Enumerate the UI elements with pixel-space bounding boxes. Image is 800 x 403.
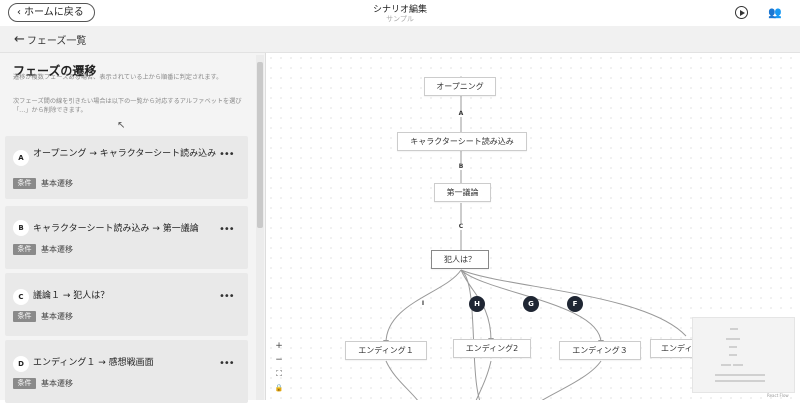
edge-label-a[interactable]: A xyxy=(457,110,465,117)
flow-node-ending-2[interactable]: エンディング2 xyxy=(453,339,531,358)
transition-title: キャラクターシート読み込み → 第一議論 xyxy=(33,224,199,234)
sidebar-description-1: 遷移が複数フェーズある場合、表示されている上から順番に判定されます。 xyxy=(13,74,223,81)
transition-title: オープニング → キャラクターシート読み込み xyxy=(33,149,217,159)
home-button-label: ホームに戻る xyxy=(24,7,84,18)
edge-badge-h[interactable]: H xyxy=(469,296,485,312)
minimap-node xyxy=(729,354,737,356)
minimap-node xyxy=(729,346,737,348)
condition-badge: 条件 xyxy=(13,311,36,322)
flow-canvas[interactable]: オープニング キャラクターシート読み込み 第一議論 犯人は？ エンディング１ エ… xyxy=(266,53,800,400)
transition-letter: B xyxy=(13,220,29,236)
canvas-controls: + − ⛶ 🔒 xyxy=(272,339,286,395)
transition-letter: A xyxy=(13,150,29,166)
condition-badge: 条件 xyxy=(13,244,36,255)
more-options-icon[interactable]: ••• xyxy=(219,291,235,302)
edge-label-c[interactable]: C xyxy=(457,223,465,230)
condition-badge: 条件 xyxy=(13,378,36,389)
minimap-node xyxy=(715,380,765,382)
transition-title: エンディング１ → 感想戦画面 xyxy=(33,358,154,368)
sidebar-description-2: 次フェーズ間の線を引きたい場合は以下の一覧から対応するアルファベットを選び「…」… xyxy=(13,98,242,114)
edge-badge-f[interactable]: F xyxy=(567,296,583,312)
minimap-node xyxy=(733,364,743,366)
flow-node-ending-3[interactable]: エンディング３ xyxy=(559,341,641,360)
chevron-left-icon: ‹ xyxy=(17,7,21,18)
flow-node-opening[interactable]: オープニング xyxy=(424,77,496,96)
flow-node-first-discussion[interactable]: 第一議論 xyxy=(434,183,491,202)
page-title: シナリオ編集 xyxy=(372,5,427,15)
edge-label-i[interactable]: I xyxy=(419,300,427,307)
condition-badge: 条件 xyxy=(13,178,36,189)
sub-header: ← フェーズ一覧 xyxy=(0,26,800,53)
minimap-node xyxy=(730,328,738,330)
mouse-cursor-icon: ↖ xyxy=(117,120,126,131)
page-subtitle: サンプル xyxy=(386,15,414,23)
condition-text: 基本遷移 xyxy=(41,245,73,254)
home-button[interactable]: ‹ ホームに戻る xyxy=(8,3,95,22)
edge-label-b[interactable]: B xyxy=(457,163,465,170)
condition-text: 基本遷移 xyxy=(41,179,73,188)
transition-card[interactable]: C 議論１ → 犯人は？ ••• 条件 基本遷移 xyxy=(5,273,248,336)
transition-card[interactable]: B キャラクターシート読み込み → 第一議論 ••• 条件 基本遷移 xyxy=(5,206,248,269)
minimap-node xyxy=(715,374,765,376)
arrow-left-icon: ← xyxy=(14,31,25,47)
flow-attribution[interactable]: React Flow xyxy=(767,393,789,398)
condition-text: 基本遷移 xyxy=(41,312,73,321)
back-to-phase-list-link[interactable]: ← フェーズ一覧 xyxy=(14,31,87,48)
users-settings-icon[interactable]: 👥 xyxy=(768,6,782,19)
transition-letter: C xyxy=(13,289,29,305)
more-options-icon[interactable]: ••• xyxy=(219,224,235,235)
transition-card[interactable]: A オープニング → キャラクターシート読み込み ••• 条件 基本遷移 xyxy=(5,136,248,199)
back-link-label: フェーズ一覧 xyxy=(26,36,87,47)
more-options-icon[interactable]: ••• xyxy=(219,358,235,369)
condition-text: 基本遷移 xyxy=(41,379,73,388)
scrollbar-thumb[interactable] xyxy=(257,62,263,228)
zoom-out-button[interactable]: − xyxy=(275,355,283,365)
flow-node-character-sheet[interactable]: キャラクターシート読み込み xyxy=(397,132,527,151)
flow-node-culprit[interactable]: 犯人は？ xyxy=(431,250,489,269)
minimap-node xyxy=(721,364,731,366)
transition-card[interactable]: D エンディング１ → 感想戦画面 ••• 条件 基本遷移 xyxy=(5,340,248,403)
lock-icon[interactable]: 🔒 xyxy=(274,384,284,392)
edge-badge-g[interactable]: G xyxy=(523,296,539,312)
fit-view-icon[interactable]: ⛶ xyxy=(276,369,282,378)
minimap-node xyxy=(726,338,740,340)
play-icon[interactable] xyxy=(735,6,748,19)
transition-letter: D xyxy=(13,356,29,372)
more-options-icon[interactable]: ••• xyxy=(219,149,235,160)
sidebar-title: フェーズの遷移 xyxy=(13,64,97,78)
minimap[interactable] xyxy=(692,317,795,393)
flow-node-ending-1[interactable]: エンディング１ xyxy=(345,341,427,360)
transition-title: 議論１ → 犯人は？ xyxy=(33,291,110,301)
zoom-in-button[interactable]: + xyxy=(275,341,283,351)
top-bar: ‹ ホームに戻る シナリオ編集 サンプル 👥 xyxy=(0,0,800,26)
